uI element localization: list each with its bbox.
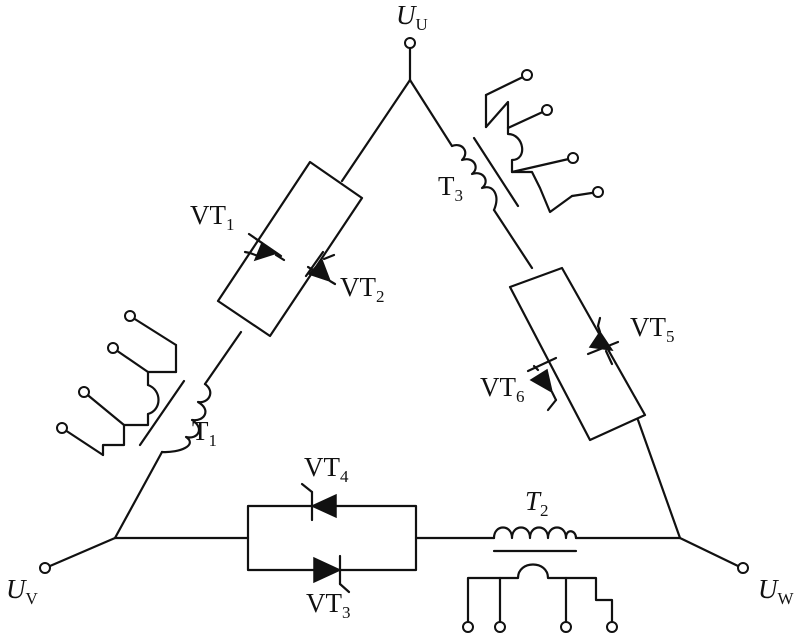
label-terminal-u: UU — [396, 0, 428, 34]
thyristor-vt2 — [304, 250, 337, 286]
label-vt6: VT6 — [480, 372, 525, 406]
thyristor-vt6 — [526, 356, 558, 412]
label-vt4: VT4 — [304, 452, 349, 486]
label-terminal-v: UV — [6, 574, 39, 608]
transformer-t3 — [450, 69, 604, 214]
label-vt5: VT5 — [630, 312, 675, 346]
vt1-vt2-thyristor-pair — [216, 160, 364, 338]
terminal-v — [39, 536, 117, 574]
label-t1: T1 — [192, 416, 217, 450]
label-vt3: VT3 — [306, 588, 351, 622]
terminal-u — [404, 37, 416, 82]
transformer-t2 — [462, 526, 618, 633]
vt5-vt6-thyristor-pair — [508, 266, 647, 442]
right-branch-wire — [408, 78, 682, 540]
vt3-vt4-thyristor-pair — [246, 482, 418, 594]
terminal-w — [678, 536, 749, 574]
transformer-t1 — [56, 310, 212, 457]
thyristor-vt1 — [243, 232, 286, 262]
label-t2: T2 — [525, 486, 549, 520]
thyristor-vt4 — [300, 482, 337, 522]
label-vt2: VT2 — [340, 272, 385, 306]
label-terminal-w: UW — [758, 574, 795, 608]
thyristor-vt3 — [313, 554, 351, 594]
label-vt1: VT1 — [190, 200, 235, 234]
left-branch-wire — [113, 78, 412, 540]
thyristor-vt5 — [586, 316, 620, 366]
label-t3: T3 — [438, 171, 463, 205]
